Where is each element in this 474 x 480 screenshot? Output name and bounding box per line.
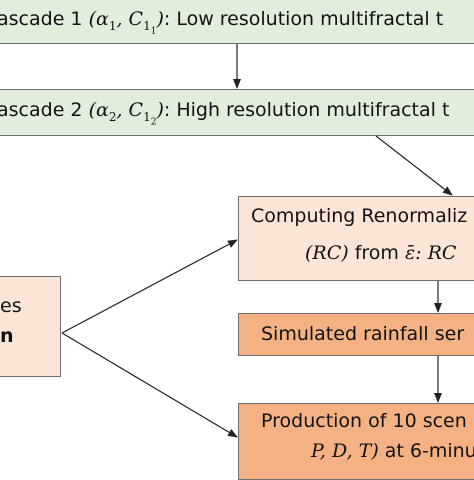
cascade-1-math: (α1, C11) [88, 8, 164, 37]
arrow-left-to-production [61, 332, 238, 438]
renormalization-line-1: Computing Renormaliz [251, 205, 468, 227]
cascade-1-box: ascade 1 (α1, C11): Low resolution multi… [0, 0, 474, 44]
cascade-2-prefix: ascade 2 [0, 99, 89, 121]
left-box-line-2: n [0, 325, 14, 347]
arrow-left-to-renorm [61, 239, 238, 334]
production-line-1: Production of 10 scen [261, 410, 467, 432]
cascade-2-suffix: : High resolution multifractal t [163, 99, 450, 121]
left-box-line-1: es [0, 295, 22, 317]
cascade-2-math: (α2, C12) [88, 99, 164, 128]
left-box: es n [0, 276, 61, 377]
cascade-2-label: ascade 2 (α2, C12): High resolution mult… [0, 99, 449, 127]
production-line-2: P, D, T) at 6-minut [311, 440, 474, 462]
renormalization-line-2: (RC) from ε̄: RC [305, 242, 457, 264]
renormalization-box: Computing Renormaliz (RC) from ε̄: RC [238, 196, 474, 281]
cascade-1-suffix: : Low resolution multifractal t [163, 8, 444, 30]
cascade-2-box: ascade 2 (α2, C12): High resolution mult… [0, 89, 474, 136]
simulated-rainfall-label: Simulated rainfall ser [261, 323, 465, 345]
cascade-1-prefix: ascade 1 [0, 8, 89, 30]
arrow-cascade2-to-renorm [375, 135, 453, 196]
cascade-1-label: ascade 1 (α1, C11): Low resolution multi… [0, 8, 443, 36]
simulated-rainfall-box: Simulated rainfall ser [238, 313, 474, 356]
